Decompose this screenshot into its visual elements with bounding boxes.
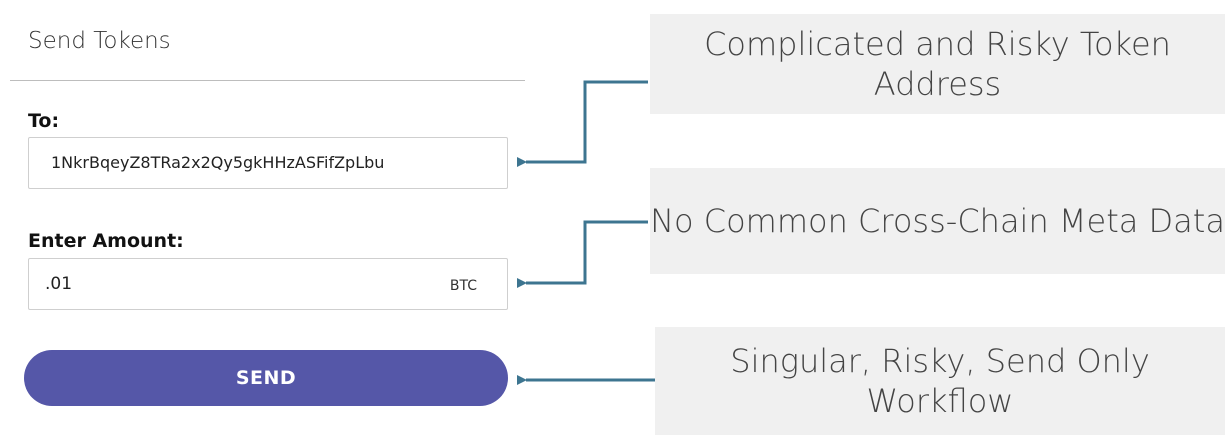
connector-2 — [517, 220, 648, 288]
amount-input[interactable]: .01 BTC — [28, 258, 508, 310]
amount-label: Enter Amount: — [28, 230, 184, 252]
amount-unit: BTC — [449, 278, 477, 294]
page-title: Send Tokens — [28, 28, 171, 54]
callout-token-address: Complicated and Risky Token Address — [650, 14, 1225, 114]
header-divider — [10, 80, 525, 81]
to-address-value: 1NkrBqeyZ8TRa2x2Qy5gkHHzASFifZpLbu — [51, 153, 385, 172]
callout-metadata: No Common Cross-Chain Meta Data — [650, 168, 1225, 274]
to-label: To: — [28, 110, 60, 132]
connector-1 — [517, 80, 648, 167]
send-button[interactable]: SEND — [24, 350, 508, 406]
to-address-input[interactable]: 1NkrBqeyZ8TRa2x2Qy5gkHHzASFifZpLbu — [28, 137, 508, 189]
callout-workflow: Singular, Risky, Send Only Workflow — [655, 327, 1225, 435]
amount-value: .01 — [45, 274, 73, 294]
